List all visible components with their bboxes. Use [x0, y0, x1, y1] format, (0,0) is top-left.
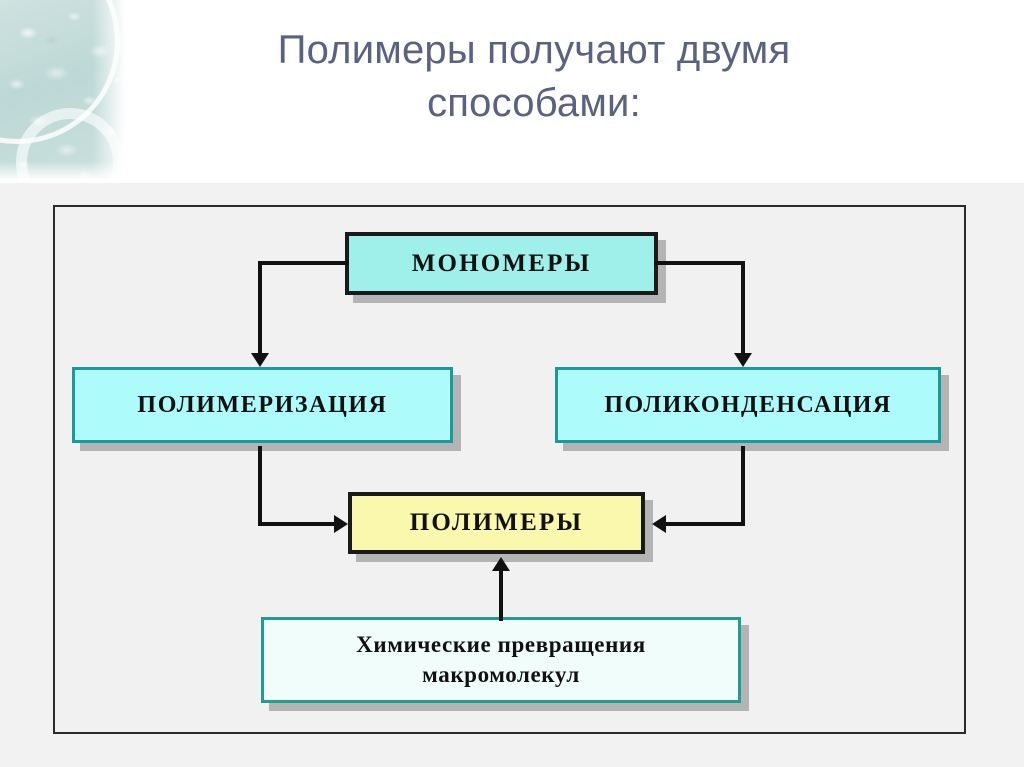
edge-polymerization-to-polymers-vertical: [258, 446, 262, 526]
node-polycondensation-face: [555, 367, 941, 443]
node-polycondensation[interactable]: ПОЛИКОНДЕНСАЦИЯ: [555, 367, 949, 451]
decoration-fade-right: [92, 0, 128, 183]
edge-polymerization-to-polymers-arrowhead-icon: [334, 515, 348, 533]
node-polymers-face: [348, 492, 645, 554]
node-polycondensation-label: ПОЛИКОНДЕНСАЦИЯ: [604, 391, 892, 418]
diagram-frame: МОНОМЕРЫ ПОЛИМЕРИЗАЦИЯ ПОЛИКОНДЕНСАЦИЯ П…: [53, 205, 966, 734]
edge-monomers-to-polycondensation-vertical: [741, 261, 745, 353]
edge-monomers-to-polymerization-horizontal: [258, 261, 349, 265]
node-polymers[interactable]: ПОЛИМЕРЫ: [348, 492, 653, 562]
edge-chemtrans-to-polymers-vertical: [499, 563, 503, 621]
node-monomers-face: [345, 232, 658, 295]
node-monomers[interactable]: МОНОМЕРЫ: [345, 232, 666, 303]
edge-monomers-to-polymerization-vertical: [258, 261, 262, 353]
node-chemical-transformations[interactable]: Химические превращения макромолекул: [261, 617, 749, 711]
node-polymerization-face: [72, 367, 453, 443]
node-polymerization[interactable]: ПОЛИМЕРИЗАЦИЯ: [72, 367, 461, 451]
edge-chemtrans-to-polymers-arrowhead-icon: [492, 557, 510, 571]
edge-polycondensation-to-polymers-vertical: [741, 446, 745, 526]
node-polymerization-label: ПОЛИМЕРИЗАЦИЯ: [137, 391, 388, 418]
corner-decoration-image: [0, 0, 128, 183]
edge-polycondensation-to-polymers-horizontal: [665, 522, 745, 526]
slide-header: Полимеры получают двумя способами:: [0, 0, 1024, 183]
edge-monomers-to-polycondensation-horizontal: [654, 261, 745, 265]
node-chemical-transformations-label: Химические превращения макромолекул: [356, 632, 646, 687]
edge-monomers-to-polymerization-arrowhead-icon: [251, 353, 269, 367]
decoration-fade-bottom: [0, 161, 128, 183]
node-polymers-label: ПОЛИМЕРЫ: [409, 509, 584, 536]
node-monomers-label: МОНОМЕРЫ: [411, 249, 592, 277]
edge-polymerization-to-polymers-horizontal: [258, 522, 338, 526]
edge-polycondensation-to-polymers-arrowhead-icon: [652, 515, 666, 533]
page-title: Полимеры получают двумя способами:: [277, 28, 791, 125]
edge-monomers-to-polycondensation-arrowhead-icon: [734, 353, 752, 367]
